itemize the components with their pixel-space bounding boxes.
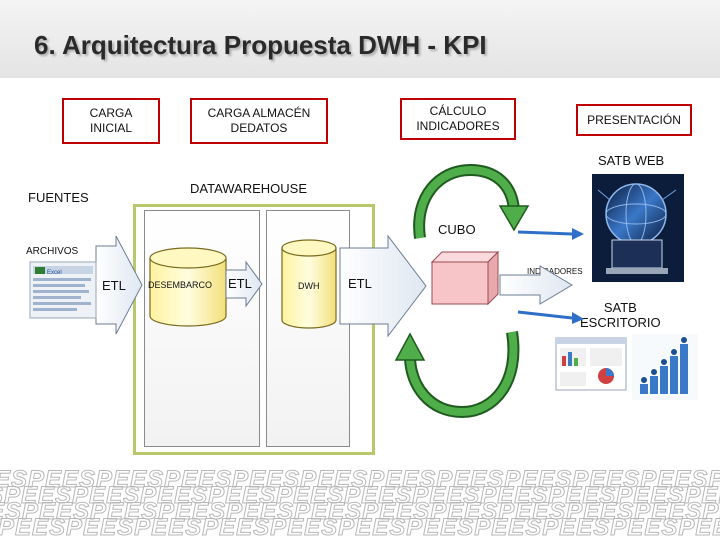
fuentes-label: FUENTES xyxy=(28,190,89,205)
desembarco-label: DESEMBARCO xyxy=(148,280,213,290)
watermark-row-2: ESPEESPEESPEESPEESPEESPEESPEESPEESPEESPE… xyxy=(0,482,720,510)
watermark-row-4: ESPEESPEESPEESPEESPEESPEESPEESPEESPEESPE… xyxy=(0,514,720,540)
etl-2-label: ETL xyxy=(228,276,252,291)
satb-web-image xyxy=(592,174,684,282)
stage-calculo-label: CÁLCULO INDICADORES xyxy=(416,104,500,133)
stage-calculo-indicadores: CÁLCULO INDICADORES xyxy=(400,98,516,140)
arrow-to-satb-escritorio xyxy=(517,310,584,324)
stage-presentacion: PRESENTACIÓN xyxy=(576,104,692,136)
dwh-panel xyxy=(266,210,350,447)
cycle-arrow-bottom xyxy=(394,331,520,419)
archivos-thumbnail xyxy=(29,261,97,319)
indicadores-label: INDICADORES xyxy=(527,267,583,276)
title-band xyxy=(0,0,720,78)
watermark-row-1: ESPEESPEESPEESPEESPEESPEESPEESPEESPEESPE… xyxy=(0,466,720,494)
satb-escritorio-people xyxy=(632,334,698,400)
cubo-shape xyxy=(430,250,500,306)
watermark-row-3: ESPEESPEESPEESPEESPEESPEESPEESPEESPEESPE… xyxy=(0,498,720,526)
stage-presentacion-label: PRESENTACIÓN xyxy=(587,112,681,127)
espe-watermark: ESPEESPEESPEESPEESPEESPEESPEESPEESPEESPE… xyxy=(0,462,720,540)
satb-escritorio-dashboard xyxy=(555,337,627,391)
page-title: 6. Arquitectura Propuesta DWH - KPI xyxy=(34,30,487,60)
etl-3-label: ETL xyxy=(348,276,372,291)
satb-web-label: SATB WEB xyxy=(598,153,665,168)
cubo-label: CUBO xyxy=(438,222,476,237)
staging-panel xyxy=(144,210,260,447)
excel-icon-label: Excel xyxy=(47,270,62,276)
archivos-label: ARCHIVOS xyxy=(26,246,79,257)
stage-carga-almacen: CARGA ALMACÉN DEDATOS xyxy=(190,98,328,144)
stage-carga-inicial-label: CARGA INICIAL xyxy=(89,106,133,135)
stage-carga-inicial: CARGA INICIAL xyxy=(62,98,160,144)
dwh-label: DWH xyxy=(298,281,320,291)
arrow-to-satb-web xyxy=(517,228,584,240)
etl-1-label: ETL xyxy=(102,278,126,293)
stage-carga-almacen-label: CARGA ALMACÉN DEDATOS xyxy=(207,106,311,135)
datawarehouse-label: DATAWAREHOUSE xyxy=(190,181,308,196)
satb-escritorio-label: SATB ESCRITORIO xyxy=(580,300,661,330)
